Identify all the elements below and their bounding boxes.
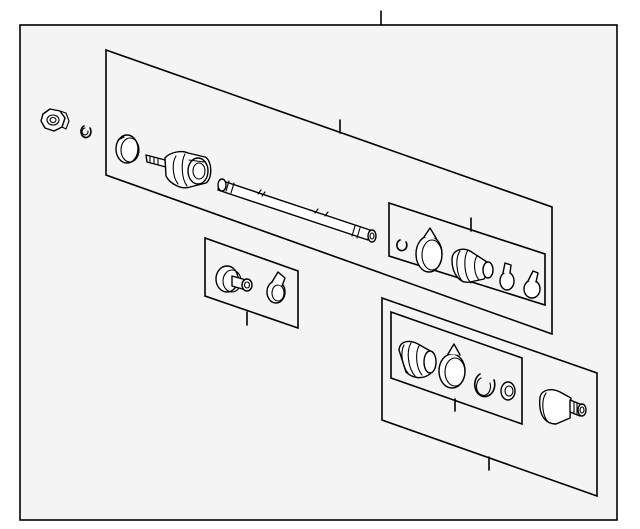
inner-boot-kit-panel xyxy=(390,310,523,426)
cv-boot-icon[interactable] xyxy=(398,340,437,379)
main-assembly-panel xyxy=(105,48,553,336)
axle-shaft-icon[interactable] xyxy=(217,178,377,243)
boot-clamp-icon[interactable] xyxy=(415,227,443,273)
axle-nut-icon[interactable] xyxy=(40,108,70,132)
boot-clamp-icon[interactable] xyxy=(266,271,286,304)
cv-boot-icon[interactable] xyxy=(451,248,494,284)
boot-clamp-icon[interactable] xyxy=(523,270,541,299)
boot-clamp-icon[interactable] xyxy=(438,343,466,389)
dust-seal-icon[interactable] xyxy=(115,134,140,164)
boot-clamp-icon[interactable] xyxy=(499,262,515,291)
diagram-frame xyxy=(19,24,618,521)
inner-cv-joint-icon[interactable] xyxy=(215,265,253,293)
snap-ring-icon[interactable] xyxy=(80,125,92,139)
outer-joint-group-panel xyxy=(388,201,546,307)
snap-ring-icon[interactable] xyxy=(396,239,408,252)
circlip-icon[interactable] xyxy=(473,373,496,398)
inner-joint-kit-left-panel xyxy=(204,236,299,330)
washer-icon[interactable] xyxy=(500,381,516,401)
inner-joint-kit-right-panel xyxy=(381,296,598,498)
inner-cv-joint-icon[interactable] xyxy=(539,389,587,425)
outer-cv-joint-icon[interactable] xyxy=(145,150,212,189)
